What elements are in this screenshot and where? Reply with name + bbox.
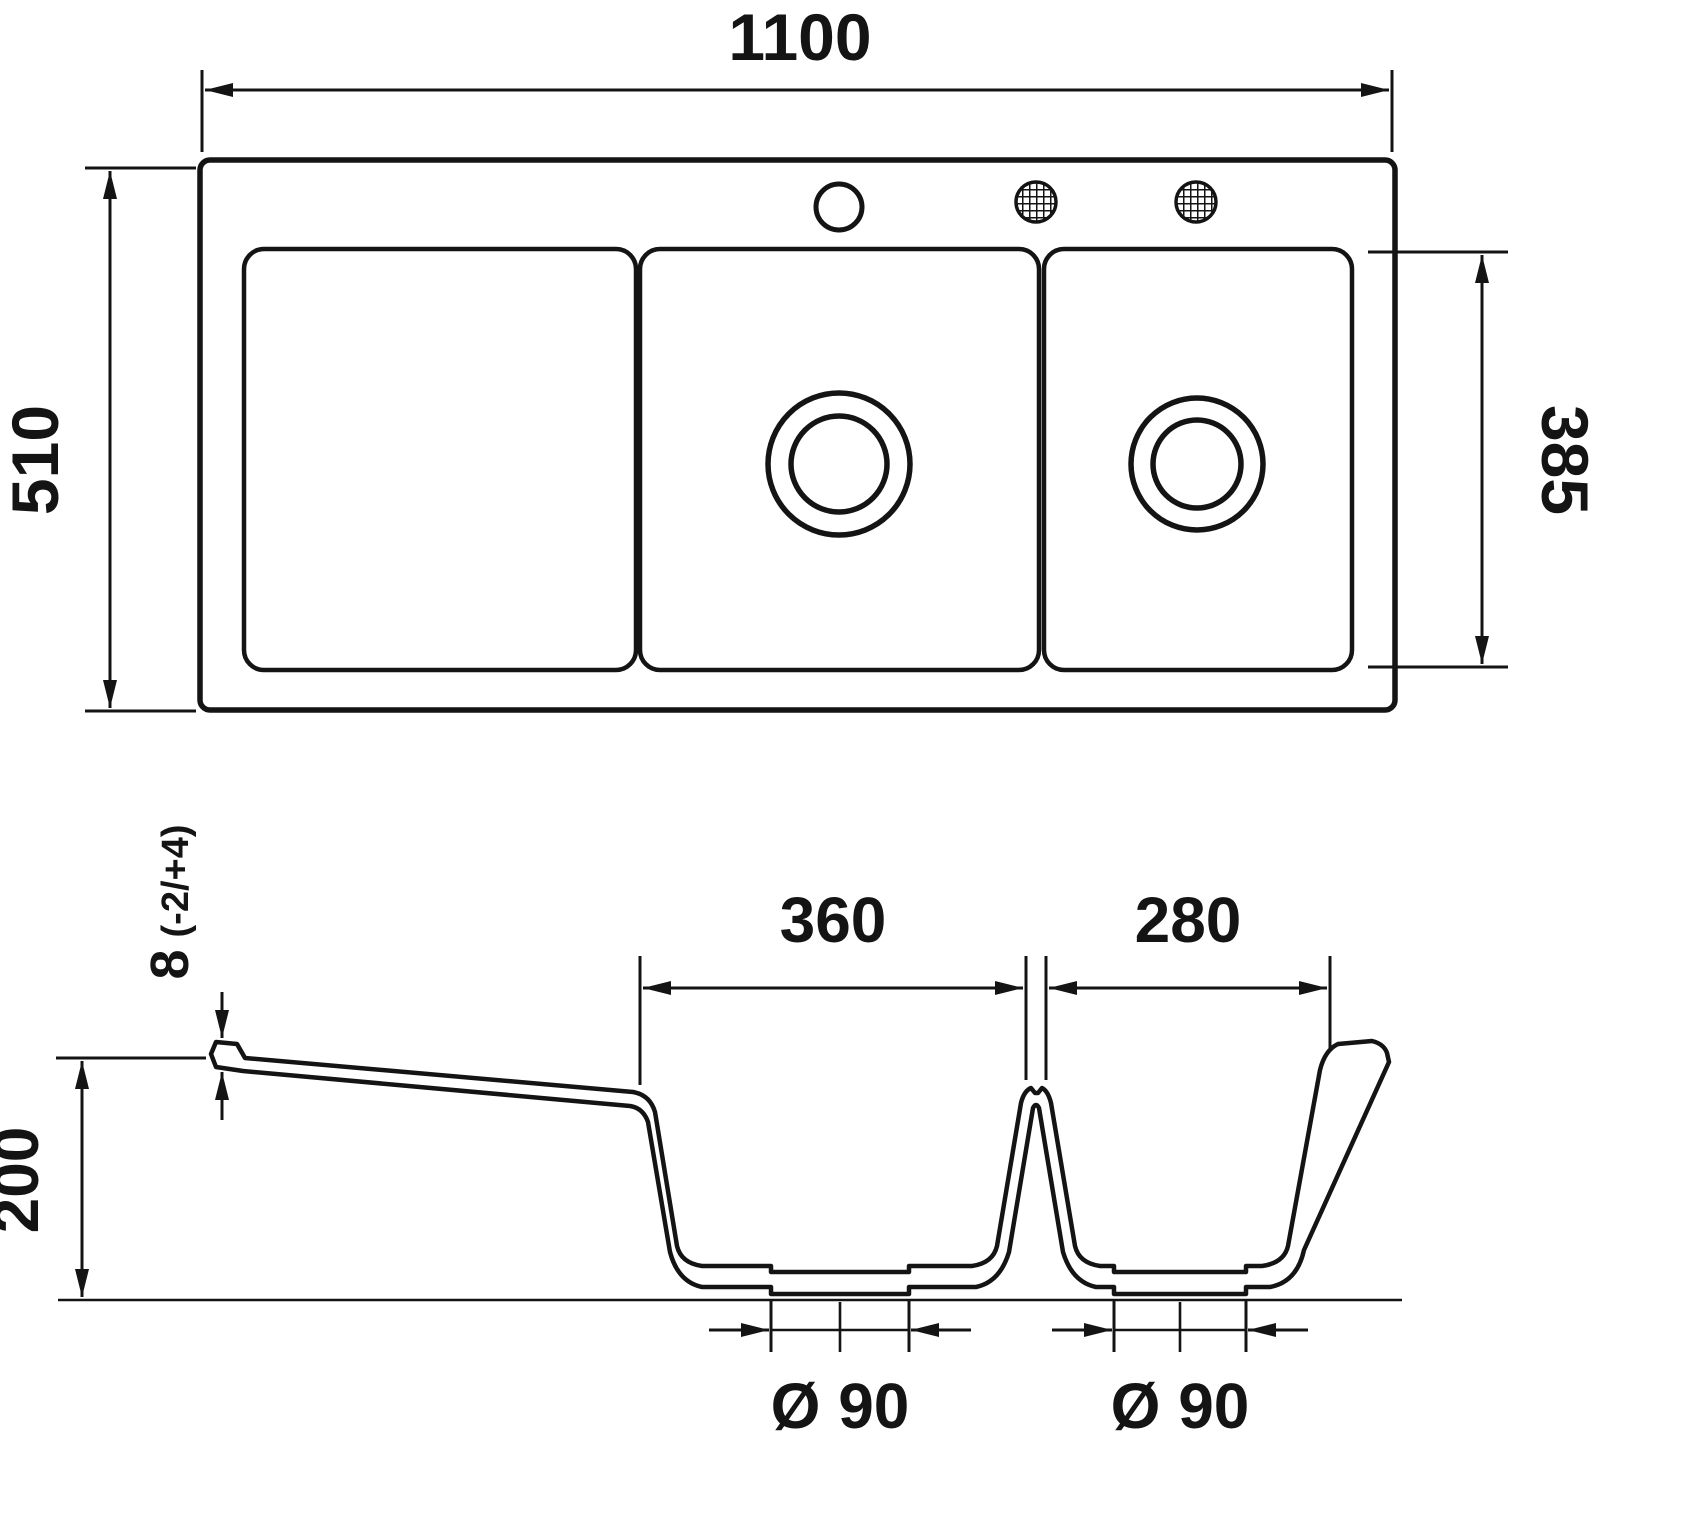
dim-overall-width-label: 1100: [728, 0, 871, 74]
bowl-right: [1041, 246, 1355, 673]
drain-right: [1128, 395, 1266, 533]
dim-bowl2-width-label: 280: [1135, 884, 1242, 956]
dim-drain1-diameter: Ø 90: [709, 1300, 971, 1442]
drainboard: [241, 246, 639, 673]
drain-middle: [765, 390, 913, 538]
dim-bowl1-width: 360: [638, 884, 1028, 1085]
top-view: 1100 510 385: [0, 0, 1602, 713]
section-view: 360 280 8 (-2/+4) 200: [0, 824, 1402, 1442]
dim-overall-height: 200: [0, 1056, 206, 1297]
accessory-hole-right: [1174, 180, 1218, 224]
accessory-hole-left: [1014, 180, 1058, 224]
dim-drain2-diameter-label: Ø 90: [1111, 1370, 1250, 1442]
rim-thickness-tolerance: (-2/+4): [155, 824, 197, 937]
dim-overall-depth: 510: [0, 166, 196, 713]
dim-overall-width: 1100: [200, 0, 1394, 152]
dim-rim-thickness-label: 8 (-2/+4): [140, 824, 200, 979]
dim-bowl-depth: 385: [1368, 250, 1602, 669]
bowl-middle: [637, 246, 1042, 673]
dim-drain1-diameter-label: Ø 90: [771, 1370, 910, 1442]
dim-bowl1-width-label: 360: [780, 884, 887, 956]
dim-bowl-depth-label: 385: [1528, 405, 1602, 515]
rim-thickness-value: 8: [140, 949, 200, 979]
dim-bowl2-width: 280: [1044, 884, 1332, 1080]
dim-overall-depth-label: 510: [0, 405, 72, 515]
dim-drain2-diameter: Ø 90: [1052, 1300, 1308, 1442]
dim-rim-thickness: 8 (-2/+4): [140, 824, 229, 1120]
faucet-hole: [813, 181, 865, 233]
dim-overall-height-label: 200: [0, 1127, 52, 1234]
section-profile: [208, 1038, 1392, 1297]
